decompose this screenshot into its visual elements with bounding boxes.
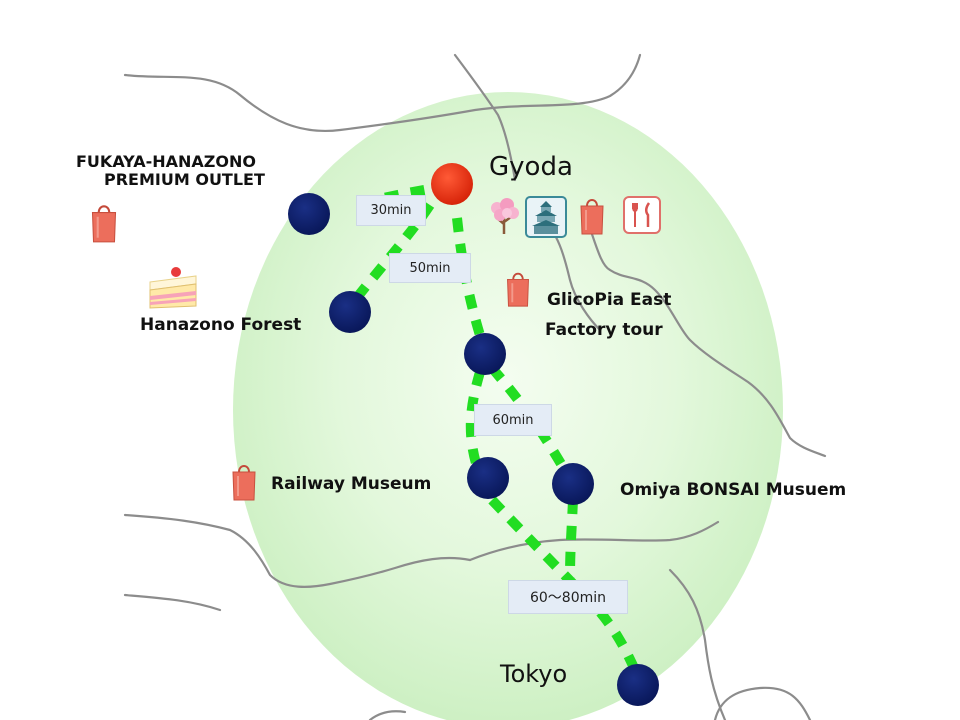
label-bonsai-museum: Omiya BONSAI Musuem bbox=[620, 480, 847, 500]
road-southwest bbox=[123, 593, 222, 612]
road-south bbox=[468, 520, 720, 562]
route-omiya-railway bbox=[465, 370, 485, 472]
label-railway-museum: Railway Museum bbox=[271, 474, 432, 494]
road-east bbox=[583, 213, 827, 458]
label-glicopia-line1: GlicoPia East bbox=[547, 290, 672, 310]
label-outlet-line2: PREMIUM OUTLET bbox=[104, 170, 265, 189]
road-north-branch bbox=[453, 53, 517, 182]
castle-icon bbox=[525, 196, 567, 238]
station-tokyo[interactable] bbox=[617, 664, 659, 706]
shopping-bag-icon bbox=[507, 272, 529, 307]
shopping-bag-icon bbox=[580, 199, 604, 235]
station-fukaya[interactable] bbox=[288, 193, 330, 235]
road-corner bbox=[713, 686, 812, 720]
time-tokyo: 60～80min bbox=[508, 580, 628, 614]
shopping-bag-icon bbox=[232, 465, 256, 501]
restaurant-icon bbox=[623, 196, 661, 234]
roads bbox=[123, 53, 827, 720]
station-hanazono[interactable] bbox=[329, 291, 371, 333]
cake-icon bbox=[149, 267, 197, 309]
label-outlet-line1: FUKAYA-HANAZONO bbox=[76, 152, 256, 171]
road-north bbox=[123, 53, 642, 132]
station-omiya[interactable] bbox=[464, 333, 506, 375]
label-glicopia-line2: Factory tour bbox=[545, 320, 663, 340]
road-west bbox=[123, 513, 472, 588]
station-railway[interactable] bbox=[467, 457, 509, 499]
cherry-blossom-icon bbox=[491, 198, 519, 234]
label-gyoda: Gyoda bbox=[489, 152, 573, 182]
time-gyoda-outlet: 30min bbox=[356, 195, 426, 226]
shopping-bag-icon bbox=[91, 205, 117, 243]
road-southeast bbox=[668, 568, 727, 720]
road-bottom bbox=[368, 710, 407, 720]
time-omiya: 60min bbox=[474, 404, 552, 436]
time-gyoda-hanazono: 50min bbox=[389, 253, 471, 283]
station-bonsai[interactable] bbox=[552, 463, 594, 505]
route-bonsai-tokyo bbox=[565, 499, 578, 579]
label-hanazono-forest: Hanazono Forest bbox=[140, 315, 302, 335]
station-gyoda[interactable] bbox=[431, 163, 473, 205]
label-tokyo: Tokyo bbox=[500, 660, 568, 688]
